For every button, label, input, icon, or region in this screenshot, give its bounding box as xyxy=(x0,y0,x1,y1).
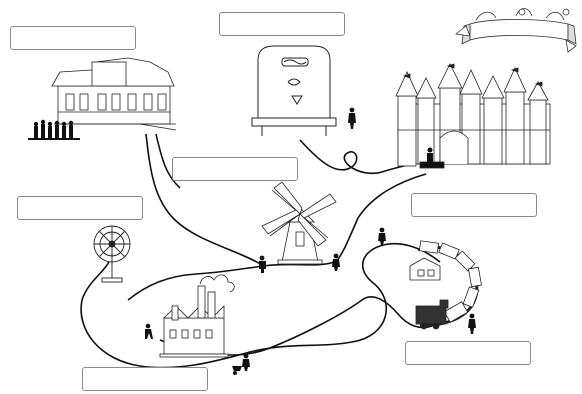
wire-castle-to-windmill xyxy=(335,173,427,263)
person-postbox xyxy=(348,107,356,129)
person-castle xyxy=(427,147,433,165)
person-wheelbarrow xyxy=(232,353,250,375)
person-bottom-right xyxy=(468,313,476,334)
label-box-factory[interactable] xyxy=(82,367,208,391)
worker-factory xyxy=(145,323,153,339)
post-box xyxy=(251,45,337,136)
person-middle-left xyxy=(259,255,266,273)
label-box-top-left[interactable] xyxy=(10,26,136,50)
wire-factory-to-train xyxy=(159,296,433,356)
factory xyxy=(159,274,235,358)
train xyxy=(409,240,482,330)
crowd-silhouettes xyxy=(28,119,80,140)
person-middle-right xyxy=(332,253,340,271)
banner-text xyxy=(478,23,564,37)
wire-station-branch xyxy=(155,133,181,189)
windmill xyxy=(261,181,337,265)
label-box-post-box[interactable] xyxy=(219,12,345,36)
electric-fan xyxy=(93,225,131,283)
label-box-windmill[interactable] xyxy=(172,157,298,181)
wire-station-to-windmill xyxy=(145,133,265,267)
wire-fan-loop xyxy=(80,242,441,369)
decorative-banner xyxy=(455,8,577,53)
station-building xyxy=(51,57,177,131)
label-box-castle[interactable] xyxy=(411,193,537,217)
wire-factory-loop xyxy=(127,261,335,301)
wires xyxy=(80,133,441,369)
label-box-fan[interactable] xyxy=(17,196,143,220)
label-box-train[interactable] xyxy=(405,341,531,365)
wire-postbox-to-castle xyxy=(299,139,427,175)
castle xyxy=(395,63,551,169)
person-near-train xyxy=(378,227,386,245)
